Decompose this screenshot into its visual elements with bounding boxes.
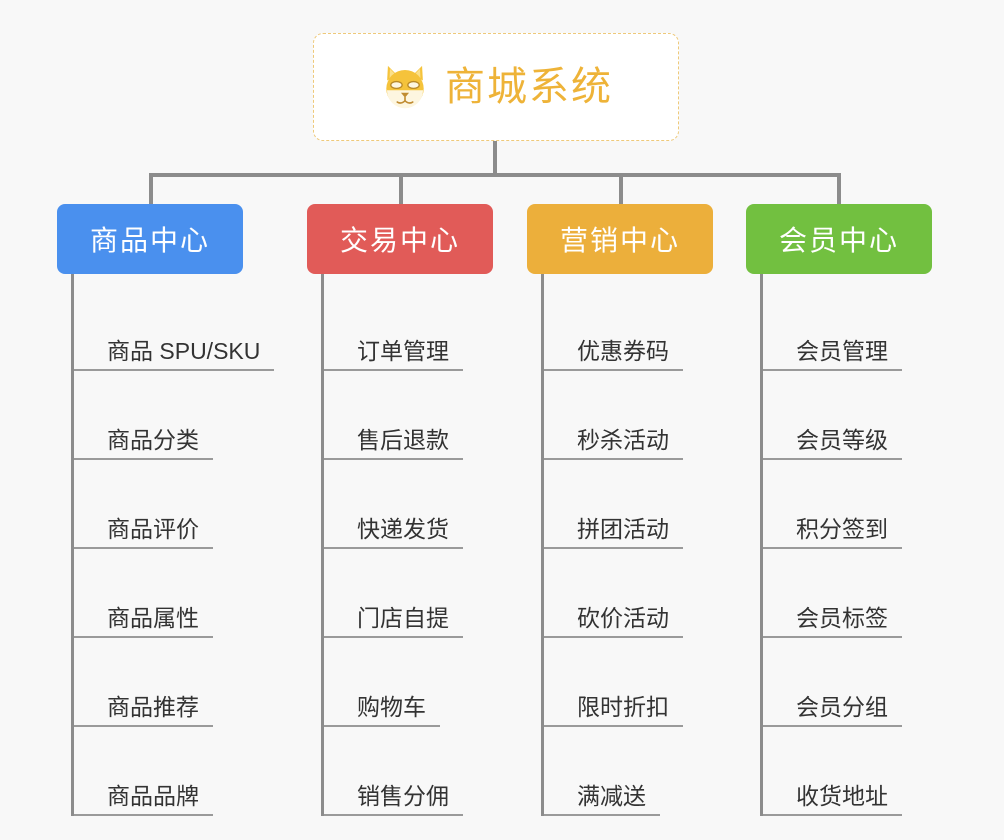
list-item-label: 快递发货 bbox=[357, 515, 449, 542]
list-item-label: 会员标签 bbox=[796, 604, 888, 631]
list-item[interactable]: 商品品牌 bbox=[74, 727, 243, 816]
list-item-underline bbox=[763, 458, 902, 460]
list-item[interactable]: 商品属性 bbox=[74, 549, 243, 638]
list-item-underline bbox=[544, 547, 683, 549]
connector-horizontal-bus bbox=[149, 173, 839, 177]
list-item[interactable]: 会员等级 bbox=[763, 371, 932, 460]
list-item-label: 会员等级 bbox=[796, 426, 888, 453]
list-item-underline bbox=[324, 814, 463, 816]
list-item-label: 商品评价 bbox=[107, 515, 199, 542]
list-item-label: 商品属性 bbox=[107, 604, 199, 631]
list-item[interactable]: 积分签到 bbox=[763, 460, 932, 549]
list-item[interactable]: 商品 SPU/SKU bbox=[74, 282, 274, 371]
list-item-underline bbox=[324, 369, 463, 371]
list-item-label: 商品品牌 bbox=[107, 782, 199, 809]
branch-header-trade[interactable]: 交易中心 bbox=[307, 204, 493, 274]
connector-drop-1 bbox=[149, 173, 153, 206]
list-item-underline bbox=[763, 369, 902, 371]
connector-drop-2 bbox=[399, 173, 403, 206]
list-item-label: 限时折扣 bbox=[577, 693, 669, 720]
list-item-underline bbox=[74, 636, 213, 638]
list-item-label: 砍价活动 bbox=[577, 604, 669, 631]
shiba-dog-face-icon bbox=[386, 65, 424, 109]
list-item[interactable]: 购物车 bbox=[324, 638, 493, 727]
list-item-underline bbox=[763, 814, 902, 816]
connector-drop-3 bbox=[619, 173, 623, 206]
list-item-label: 拼团活动 bbox=[577, 515, 669, 542]
list-item-label: 商品 SPU/SKU bbox=[107, 337, 261, 364]
branch-column-product: 商品中心 商品 SPU/SKU 商品分类 商品评价 商品属性 商品推荐 bbox=[57, 204, 274, 816]
list-item[interactable]: 会员分组 bbox=[763, 638, 932, 727]
list-item[interactable]: 商品评价 bbox=[74, 460, 243, 549]
list-item[interactable]: 限时折扣 bbox=[544, 638, 713, 727]
list-item-underline bbox=[763, 547, 902, 549]
list-item-underline bbox=[324, 458, 463, 460]
list-item-underline bbox=[544, 458, 683, 460]
root-title: 商城系统 bbox=[445, 65, 613, 109]
list-item-underline bbox=[74, 369, 274, 371]
list-item[interactable]: 收货地址 bbox=[763, 727, 932, 816]
list-item-underline bbox=[544, 725, 683, 727]
branch-header-product[interactable]: 商品中心 bbox=[57, 204, 243, 274]
branch-header-member[interactable]: 会员中心 bbox=[746, 204, 932, 274]
list-item-underline bbox=[324, 547, 463, 549]
root-node[interactable]: 商城系统 bbox=[313, 33, 679, 141]
list-item-underline bbox=[74, 814, 213, 816]
list-item-label: 会员分组 bbox=[796, 693, 888, 720]
list-item-label: 秒杀活动 bbox=[577, 426, 669, 453]
branch-items-product: 商品 SPU/SKU 商品分类 商品评价 商品属性 商品推荐 商品品牌 bbox=[71, 274, 274, 816]
list-item[interactable]: 秒杀活动 bbox=[544, 371, 713, 460]
list-item-underline bbox=[544, 814, 660, 816]
list-item-label: 积分签到 bbox=[796, 515, 888, 542]
list-item-label: 售后退款 bbox=[357, 426, 449, 453]
list-item[interactable]: 门店自提 bbox=[324, 549, 493, 638]
list-item[interactable]: 满减送 bbox=[544, 727, 713, 816]
list-item[interactable]: 快递发货 bbox=[324, 460, 493, 549]
list-item[interactable]: 售后退款 bbox=[324, 371, 493, 460]
list-item-label: 会员管理 bbox=[796, 337, 888, 364]
list-item-label: 销售分佣 bbox=[357, 782, 449, 809]
branch-column-marketing: 营销中心 优惠券码 秒杀活动 拼团活动 砍价活动 限时折扣 bbox=[527, 204, 713, 816]
branch-items-marketing: 优惠券码 秒杀活动 拼团活动 砍价活动 限时折扣 满减送 bbox=[541, 274, 713, 816]
list-item[interactable]: 砍价活动 bbox=[544, 549, 713, 638]
list-item[interactable]: 优惠券码 bbox=[544, 282, 713, 371]
list-item[interactable]: 商品分类 bbox=[74, 371, 243, 460]
list-item[interactable]: 销售分佣 bbox=[324, 727, 493, 816]
branch-items-member: 会员管理 会员等级 积分签到 会员标签 会员分组 收货地址 bbox=[760, 274, 932, 816]
list-item[interactable]: 订单管理 bbox=[324, 282, 493, 371]
list-item-underline bbox=[544, 369, 683, 371]
branch-column-member: 会员中心 会员管理 会员等级 积分签到 会员标签 会员分组 bbox=[746, 204, 932, 816]
list-item[interactable]: 会员管理 bbox=[763, 282, 932, 371]
list-item-underline bbox=[324, 725, 440, 727]
list-item-label: 商品推荐 bbox=[107, 693, 199, 720]
list-item-underline bbox=[74, 547, 213, 549]
list-item[interactable]: 拼团活动 bbox=[544, 460, 713, 549]
list-item[interactable]: 会员标签 bbox=[763, 549, 932, 638]
connector-drop-4 bbox=[837, 173, 841, 206]
list-item-label: 购物车 bbox=[357, 693, 426, 720]
list-item-label: 订单管理 bbox=[357, 337, 449, 364]
list-item-label: 门店自提 bbox=[357, 604, 449, 631]
list-item-underline bbox=[324, 636, 463, 638]
branch-column-trade: 交易中心 订单管理 售后退款 快递发货 门店自提 购物车 bbox=[307, 204, 493, 816]
branch-items-trade: 订单管理 售后退款 快递发货 门店自提 购物车 销售分佣 bbox=[321, 274, 493, 816]
list-item-label: 优惠券码 bbox=[577, 337, 669, 364]
branch-header-marketing[interactable]: 营销中心 bbox=[527, 204, 713, 274]
list-item-underline bbox=[763, 636, 902, 638]
list-item-underline bbox=[74, 725, 213, 727]
list-item-label: 商品分类 bbox=[107, 426, 199, 453]
list-item-underline bbox=[544, 636, 683, 638]
list-item-label: 收货地址 bbox=[796, 782, 888, 809]
list-item-label: 满减送 bbox=[577, 782, 646, 809]
connector-root-stem bbox=[493, 141, 497, 175]
list-item[interactable]: 商品推荐 bbox=[74, 638, 243, 727]
list-item-underline bbox=[763, 725, 902, 727]
list-item-underline bbox=[74, 458, 213, 460]
